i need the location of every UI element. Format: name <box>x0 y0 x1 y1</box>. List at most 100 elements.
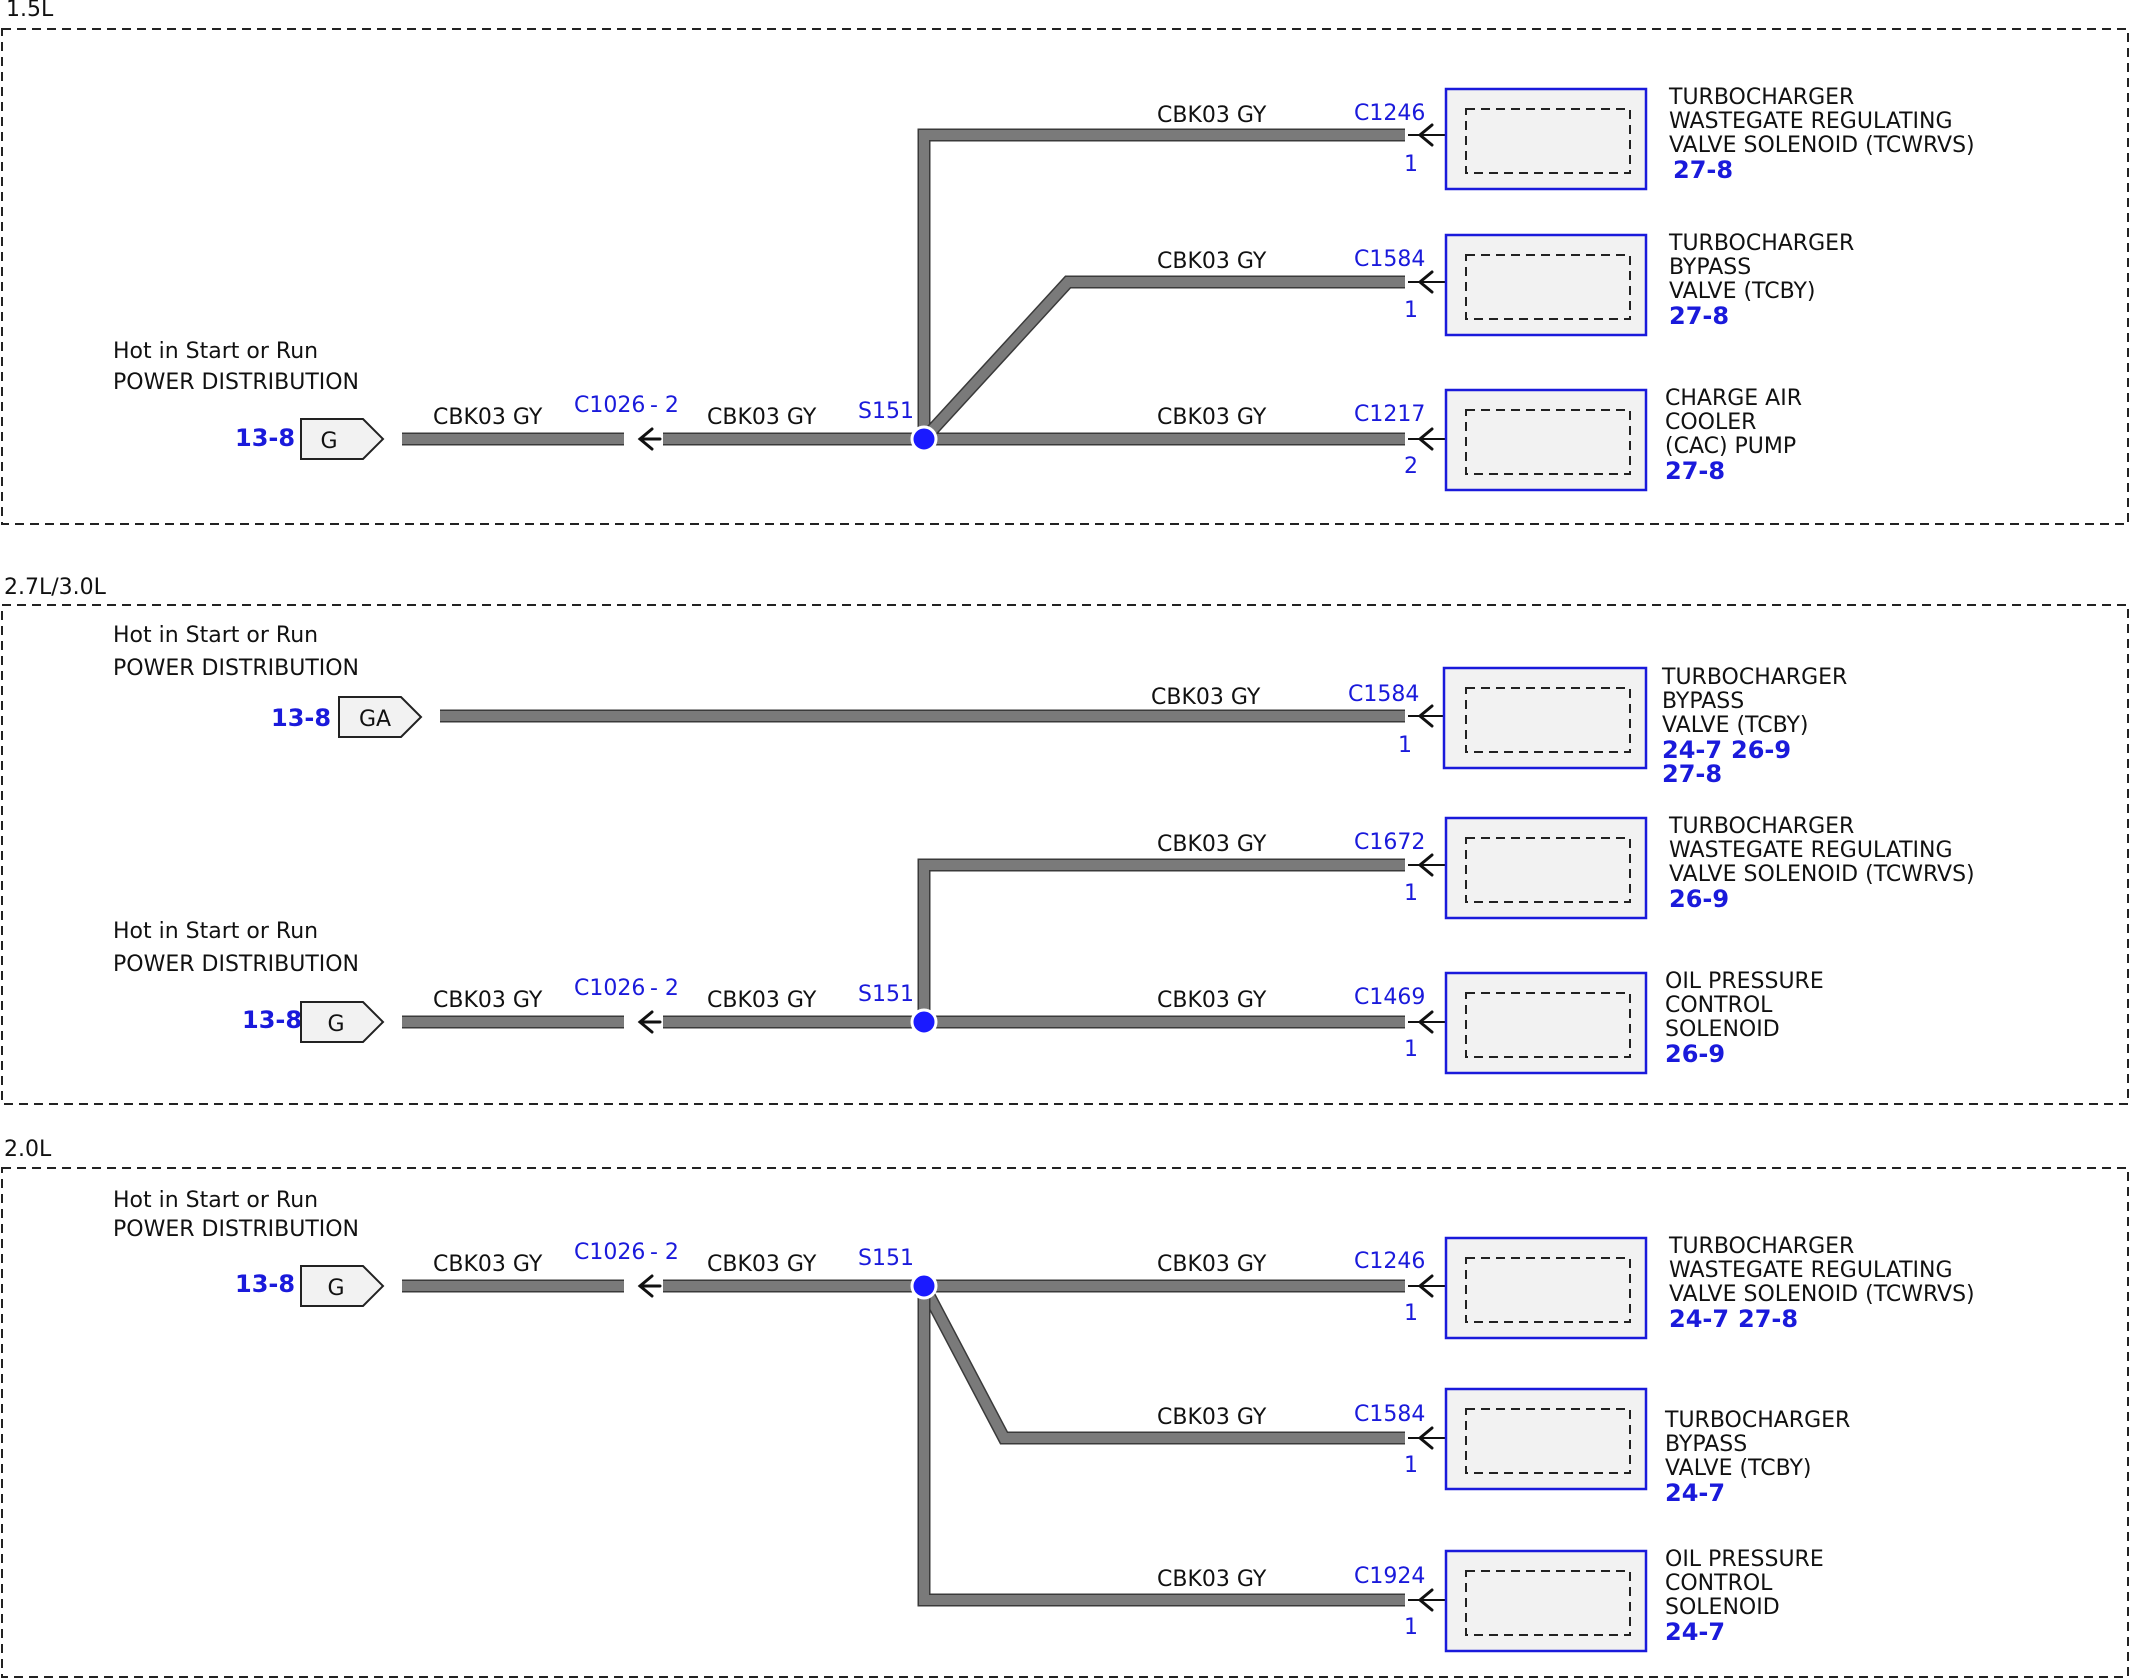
component-page-ref: 27-8 <box>1665 457 1725 485</box>
source-caption: POWER DISTRIBUTION <box>113 370 359 395</box>
component-connector-id: C1469 <box>1354 985 1425 1010</box>
component-name: SOLENOID <box>1665 1595 1780 1620</box>
section-label: 2.7L/3.0L <box>4 575 107 600</box>
circuit-label: CBK03 GY <box>1157 988 1267 1013</box>
fuse-tag-label: G <box>327 1012 344 1037</box>
circuit-label: CBK03 GY <box>433 1252 543 1277</box>
inline-connector-arrow <box>637 1010 662 1034</box>
circuit-label: CBK03 GY <box>1157 1567 1267 1592</box>
component-connector-id: C1584 <box>1348 682 1419 707</box>
splice-dot <box>910 425 938 453</box>
circuit-label: CBK03 GY <box>1157 405 1267 430</box>
component-pin-number: 1 <box>1404 152 1418 177</box>
source-page-ref: 13-8 <box>242 1006 302 1034</box>
wire <box>920 277 1405 443</box>
source-caption: Hot in Start or Run <box>113 1188 318 1213</box>
circuit-label: CBK03 GY <box>433 405 543 430</box>
inline-connector-id: C1026 <box>574 1240 645 1265</box>
component-connector-id: C1246 <box>1354 1249 1425 1274</box>
component-name: BYPASS <box>1662 689 1744 714</box>
fuse-tag-shape <box>300 1265 385 1307</box>
component-name: (CAC) PUMP <box>1665 434 1796 459</box>
component-pin-number: 1 <box>1404 298 1418 323</box>
component-name: COOLER <box>1665 410 1756 435</box>
circuit-label: CBK03 GY <box>1157 832 1267 857</box>
source-caption: Hot in Start or Run <box>113 919 318 944</box>
component-page-ref: 24-7 <box>1665 1618 1725 1646</box>
component-tcby: C1584 1 TURBOCHARGER BYPASS VALVE (TCBY)… <box>1348 665 1847 788</box>
source-caption: Hot in Start or Run <box>113 623 318 648</box>
component-page-ref: 24-7 <box>1662 736 1722 764</box>
component-name: WASTEGATE REGULATING <box>1669 109 1953 134</box>
splice-label: S151 <box>858 1246 914 1271</box>
component-name: TURBOCHARGER <box>1668 814 1854 839</box>
component-tcby: C1584 1 TURBOCHARGER BYPASS VALVE (TCBY)… <box>1354 1387 1850 1507</box>
component-internal <box>1465 687 1631 753</box>
circuit-label: CBK03 GY <box>1157 249 1267 274</box>
component-page-ref: 27-8 <box>1669 302 1729 330</box>
circuit-label: CBK03 GY <box>1157 103 1267 128</box>
circuit-label: CBK03 GY <box>433 988 543 1013</box>
circuit-label: CBK03 GY <box>1157 1252 1267 1277</box>
component-tcby: C1584 1 TURBOCHARGER BYPASS VALVE (TCBY)… <box>1354 231 1854 337</box>
component-name: OIL PRESSURE <box>1665 969 1824 994</box>
component-tcwrvs: C1246 1 TURBOCHARGER WASTEGATE REGULATIN… <box>1354 1234 1975 1340</box>
inline-connector-id: C1026 <box>574 393 645 418</box>
circuit-label: CBK03 GY <box>707 1252 817 1277</box>
component-internal <box>1465 1408 1631 1474</box>
component-name: VALVE SOLENOID (TCWRVS) <box>1669 862 1975 887</box>
component-pin-number: 1 <box>1404 1301 1418 1326</box>
splice-label: S151 <box>858 399 914 424</box>
component-page-ref: 27-8 <box>1738 1305 1798 1333</box>
component-name: BYPASS <box>1665 1432 1747 1457</box>
component-name: VALVE (TCBY) <box>1662 713 1808 738</box>
circuit-label: CBK03 GY <box>1151 685 1261 710</box>
inline-connector-arrow <box>637 427 662 451</box>
component-pin-number: 1 <box>1404 1037 1418 1062</box>
section-frame <box>1 604 2129 1105</box>
component-connector-id: C1672 <box>1354 830 1425 855</box>
component-internal <box>1465 409 1631 475</box>
fuse-tag-shape <box>300 1001 385 1043</box>
component-internal <box>1465 837 1631 903</box>
inline-connector-id: C1026 <box>574 976 645 1001</box>
component-internal <box>1465 992 1631 1058</box>
fuse-tag-label: G <box>327 1276 344 1301</box>
source-page-ref: 13-8 <box>235 1270 295 1298</box>
section-2-7l-3-0l: 2.7L/3.0L Hot in Start or Run POWER DIST… <box>1 575 2129 1105</box>
source-caption: POWER DISTRIBUTION <box>113 952 359 977</box>
component-page-ref: 26-9 <box>1731 736 1791 764</box>
fuse-tag-label: GA <box>359 707 391 732</box>
circuit-label: CBK03 GY <box>707 988 817 1013</box>
component-internal <box>1465 1257 1631 1323</box>
component-pin-number: 1 <box>1398 733 1412 758</box>
component-name: TURBOCHARGER <box>1668 85 1854 110</box>
component-name: WASTEGATE REGULATING <box>1669 1258 1953 1283</box>
component-connector-id: C1246 <box>1354 101 1425 126</box>
component-connector-id: C1217 <box>1354 402 1425 427</box>
component-pin-number: 1 <box>1404 1453 1418 1478</box>
component-name: SOLENOID <box>1665 1017 1780 1042</box>
fuse-tag-shape <box>300 418 385 460</box>
component-page-ref: 26-9 <box>1669 885 1729 913</box>
component-oil-pressure-solenoid: C1469 1 OIL PRESSURE CONTROL SOLENOID 26… <box>1354 969 1824 1075</box>
component-pin-number: 1 <box>1404 881 1418 906</box>
component-page-ref: 24-7 <box>1669 1305 1729 1333</box>
component-name: VALVE SOLENOID (TCWRVS) <box>1669 133 1975 158</box>
circuit-label: CBK03 GY <box>707 405 817 430</box>
component-page-ref: 24-7 <box>1665 1479 1725 1507</box>
source-page-ref: 13-8 <box>271 704 331 732</box>
splice-dot <box>910 1272 938 1300</box>
wire <box>919 130 1405 439</box>
section-frame <box>1 1167 2129 1678</box>
component-pin-number: 1 <box>1404 1615 1418 1640</box>
wire <box>919 1286 1405 1605</box>
inline-connector-pin: - 2 <box>650 976 679 1001</box>
component-internal <box>1465 1570 1631 1636</box>
component-name: VALVE (TCBY) <box>1669 279 1815 304</box>
fuse-tag-label: G <box>320 429 337 454</box>
component-page-ref: 26-9 <box>1665 1040 1725 1068</box>
component-connector-id: C1584 <box>1354 247 1425 272</box>
inline-connector-arrow <box>637 1274 662 1298</box>
